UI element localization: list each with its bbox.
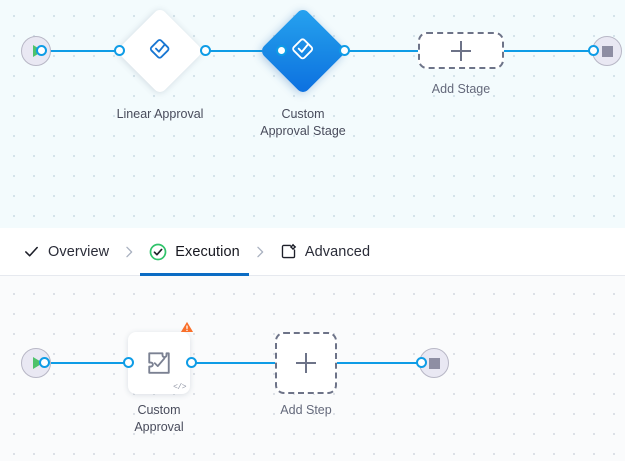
check-circle-icon xyxy=(149,243,167,261)
edge-start-to-step-1 xyxy=(44,362,128,364)
edge-start-to-stage-1 xyxy=(41,50,115,52)
warning-icon[interactable] xyxy=(180,320,194,339)
port-stage-1-in[interactable] xyxy=(114,45,125,56)
plus-icon xyxy=(296,353,316,373)
check-icon xyxy=(23,243,40,260)
stage-node-custom-approval-stage[interactable] xyxy=(259,7,347,95)
stop-icon xyxy=(428,357,440,369)
execution-steps-canvas[interactable]: </> Custom Approval Add Step xyxy=(0,276,625,461)
add-stage-label: Add Stage xyxy=(431,82,491,96)
puzzle-check-icon xyxy=(144,348,174,378)
approval-diamond-icon xyxy=(289,35,317,68)
plus-icon xyxy=(451,40,471,61)
tab-advanced-label: Advanced xyxy=(304,243,371,260)
code-badge-icon: </> xyxy=(173,383,186,392)
edge-stage-2-to-add-stage xyxy=(344,50,419,52)
play-icon xyxy=(32,357,43,369)
edge-stage-1-to-stage-2 xyxy=(206,50,281,52)
tab-execution[interactable]: Execution xyxy=(140,228,249,276)
port-start-out[interactable] xyxy=(36,45,47,56)
port-end-in[interactable] xyxy=(588,45,599,56)
add-stage-button[interactable] xyxy=(418,32,504,69)
edge-step-1-to-add-step xyxy=(192,362,276,364)
port-steps-end-in[interactable] xyxy=(416,357,427,368)
tab-overview[interactable]: Overview xyxy=(14,228,118,276)
settings-panel-icon xyxy=(280,243,297,260)
add-step-button[interactable] xyxy=(275,332,337,394)
edge-add-stage-to-end xyxy=(503,50,593,52)
step-node-custom-approval[interactable]: </> xyxy=(128,321,194,394)
tab-advanced[interactable]: Advanced xyxy=(271,228,379,276)
tab-execution-label: Execution xyxy=(175,243,240,260)
stage-label-linear-approval: Linear Approval xyxy=(116,107,204,121)
tab-overview-label: Overview xyxy=(48,243,110,260)
add-step-label: Add Step xyxy=(280,403,332,417)
chevron-right-icon xyxy=(118,245,140,259)
port-stage-2-out[interactable] xyxy=(339,45,350,56)
chevron-right-icon xyxy=(249,245,271,259)
step-label-custom-approval: Custom Approval xyxy=(134,403,184,434)
stage-config-tabs[interactable]: Overview Execution Advanced xyxy=(0,228,625,276)
edge-add-step-to-end xyxy=(336,362,421,364)
port-steps-start-out[interactable] xyxy=(39,357,50,368)
stages-canvas[interactable]: Linear Approval Custom Approval Stage Ad… xyxy=(0,0,625,228)
port-stage-2-in[interactable] xyxy=(276,45,287,56)
approval-diamond-icon xyxy=(147,36,173,67)
port-step-1-in[interactable] xyxy=(123,357,134,368)
port-stage-1-out[interactable] xyxy=(200,45,211,56)
port-step-1-out[interactable] xyxy=(186,357,197,368)
stop-icon xyxy=(601,45,613,57)
stage-node-linear-approval[interactable] xyxy=(116,7,204,95)
stage-label-custom-approval-stage: Custom Approval Stage xyxy=(260,107,346,138)
